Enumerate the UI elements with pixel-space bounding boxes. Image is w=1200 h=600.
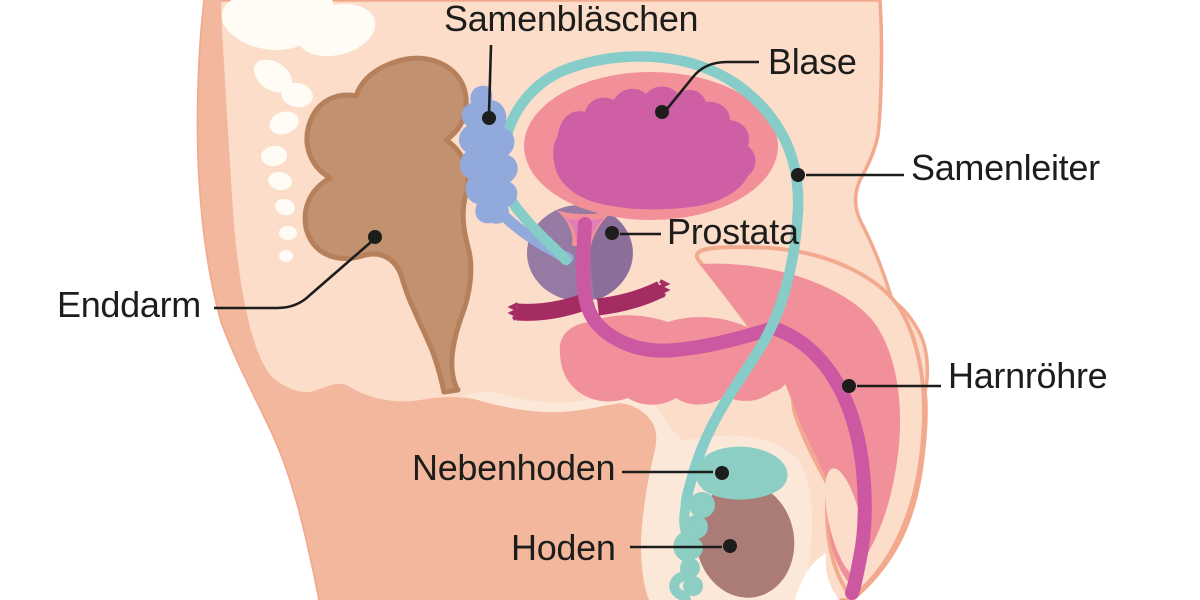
bladder-inner: [553, 86, 756, 210]
leader-blase: [665, 60, 759, 110]
dot-enddarm: [368, 230, 382, 244]
dot-prostata: [605, 226, 619, 240]
leg-shading: [198, 0, 657, 600]
leader-dots: [368, 105, 856, 553]
testis-shape: [695, 482, 795, 598]
dot-samenleiter: [791, 168, 805, 182]
epididymis-shape: [669, 446, 788, 600]
label-harnroehre: Harnröhre: [948, 355, 1108, 396]
label-enddarm: Enddarm: [57, 284, 201, 325]
label-prostata: Prostata: [667, 211, 799, 252]
dot-harnroehre: [842, 379, 856, 393]
label-samenleiter: Samenleiter: [911, 147, 1100, 188]
leader-samenblaeschen: [487, 44, 493, 115]
dot-hoden: [723, 539, 737, 553]
sacrum-spine-bones: [221, 0, 376, 262]
rectum-shape: [302, 55, 474, 395]
dot-samenblaeschen: [482, 111, 496, 125]
scrotum-penis-gap: [795, 553, 840, 600]
leader-lines: [214, 44, 941, 549]
label-hoden: Hoden: [511, 527, 616, 568]
dot-blase: [655, 105, 669, 119]
bladder-shape: [524, 72, 778, 247]
label-blase: Blase: [768, 41, 857, 82]
seminal-vesicle-shape: [458, 85, 518, 224]
label-nebenhoden: Nebenhoden: [412, 447, 616, 488]
dot-nebenhoden: [715, 466, 729, 480]
leader-enddarm: [214, 241, 372, 310]
label-samenblaeschen: Samenbläschen: [444, 0, 699, 39]
